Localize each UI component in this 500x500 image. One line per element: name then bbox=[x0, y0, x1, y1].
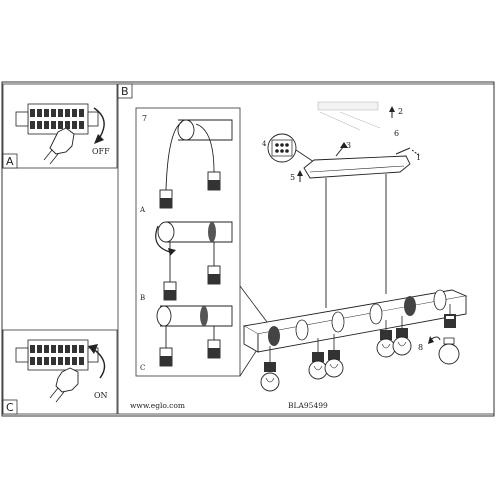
callout-4: 4 bbox=[262, 140, 267, 148]
panel-b-letter: B bbox=[121, 85, 129, 98]
callout-2: 2 bbox=[398, 107, 403, 116]
inset-a: A bbox=[139, 119, 233, 214]
panel-a-frame bbox=[2, 83, 118, 169]
model-number: BLA95499 bbox=[288, 401, 328, 410]
panel-a-letter: A bbox=[6, 155, 14, 168]
ceiling-bracket bbox=[267, 101, 421, 182]
panel-c-frame bbox=[2, 329, 118, 415]
callout-3: 3 bbox=[346, 141, 351, 150]
detail-inset bbox=[135, 107, 241, 377]
panel-b: B 7 A B bbox=[117, 83, 495, 415]
rotate-arrow-icon bbox=[155, 225, 171, 253]
panel-a-badge bbox=[2, 153, 18, 169]
pendant-lamp bbox=[308, 338, 328, 380]
callout-6: 6 bbox=[394, 129, 399, 138]
callout-1: 1 bbox=[416, 153, 421, 162]
leader-line bbox=[239, 285, 271, 327]
panel-a: A OFF bbox=[2, 83, 118, 169]
terminal-block-icon bbox=[271, 139, 293, 157]
panel-c-switch-label: ON bbox=[94, 391, 108, 400]
step-number-7: 7 bbox=[142, 114, 147, 123]
callout-5: 5 bbox=[290, 173, 295, 182]
light-bulb-icon bbox=[428, 336, 460, 365]
inset-b-label: B bbox=[140, 294, 145, 302]
panel-b-badge bbox=[117, 83, 133, 99]
pendant-lamp bbox=[444, 304, 456, 328]
panel-c: C ON bbox=[2, 329, 118, 415]
hand-icon bbox=[55, 367, 79, 393]
inset-a-label: A bbox=[139, 206, 146, 214]
panel-a-switch-label: OFF bbox=[92, 147, 110, 156]
pendant-lamp bbox=[260, 346, 280, 392]
breaker-row-c bbox=[15, 339, 99, 371]
panel-b-frame bbox=[117, 83, 495, 415]
pendant-lamp bbox=[392, 316, 412, 356]
website-url: www.eglo.com bbox=[130, 401, 185, 410]
pendant-lamp bbox=[324, 334, 344, 378]
panel-c-badge bbox=[2, 399, 18, 415]
inset-c: C bbox=[140, 305, 233, 372]
inset-c-label: C bbox=[140, 364, 145, 372]
callout-8: 8 bbox=[418, 343, 423, 352]
inset-b: B bbox=[140, 221, 233, 302]
lamp-beam bbox=[242, 289, 468, 353]
panel-c-letter: C bbox=[6, 401, 14, 414]
hand-icon bbox=[49, 127, 75, 155]
breaker-row-a bbox=[15, 103, 99, 135]
